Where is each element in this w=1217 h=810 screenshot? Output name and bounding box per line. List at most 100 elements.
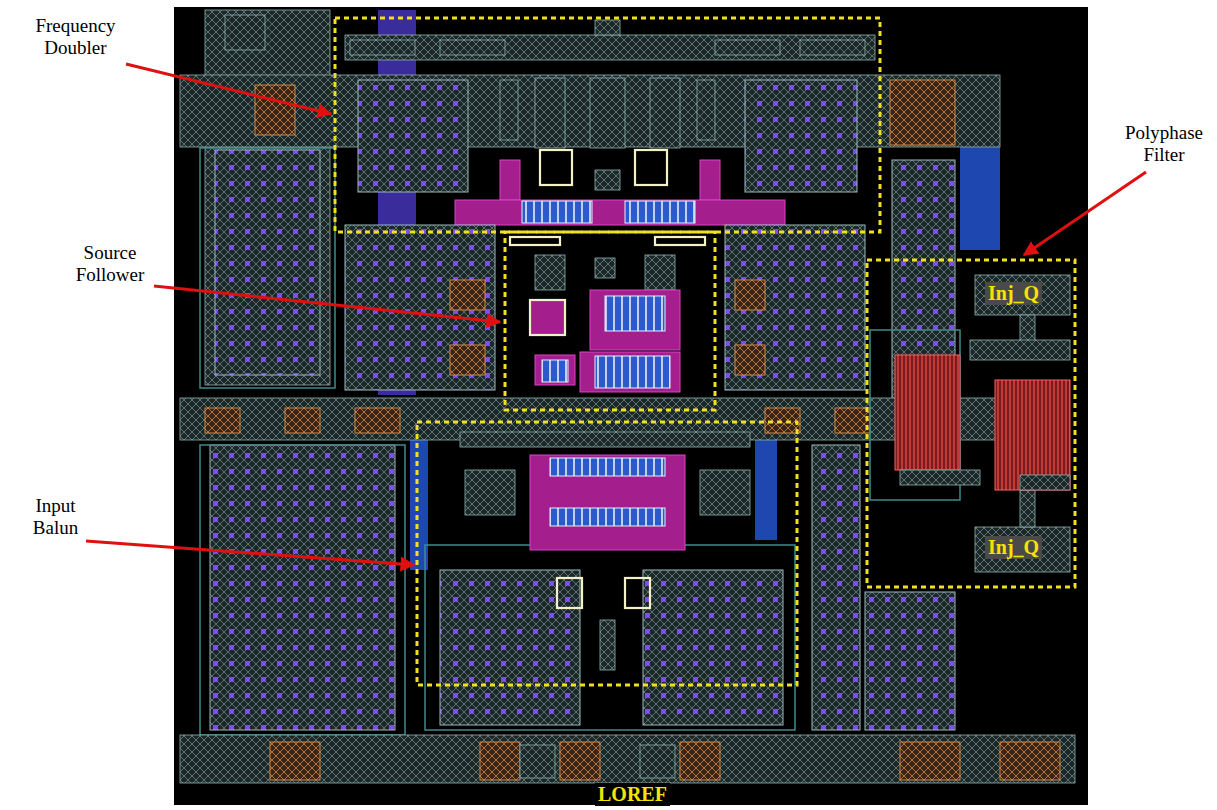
via-plate: [440, 570, 580, 725]
transistor-fingers: [550, 508, 665, 526]
pad-metal: [735, 345, 765, 375]
metal-layer: [535, 255, 565, 290]
metal-layer: [460, 432, 750, 447]
layout-frame: [172, 5, 1090, 807]
via-plate: [745, 80, 857, 192]
pad-metal: [890, 80, 955, 145]
via-plate: [358, 80, 468, 192]
transistor-well: [590, 290, 680, 350]
metal-layer: [595, 20, 620, 35]
leader-arrow: [86, 541, 414, 565]
transistor-well: [500, 160, 520, 200]
via-plate: [865, 592, 955, 730]
leader-arrow: [126, 64, 331, 114]
pad-metal: [735, 280, 765, 310]
metal-layer: [600, 620, 615, 670]
via-plate: [812, 445, 860, 730]
metal-layer: [970, 340, 1070, 360]
block-outline: [335, 18, 880, 232]
pin-name: LOREF: [595, 783, 670, 806]
transistor-well: [580, 352, 680, 392]
metal-layer: [440, 40, 505, 55]
contact-box: [625, 578, 650, 608]
well-outline: [425, 545, 795, 730]
metal-layer: [650, 78, 680, 148]
metal-layer: [697, 80, 715, 140]
contact-box: [530, 300, 565, 335]
metal-layer: [645, 255, 675, 290]
contact-box: [510, 237, 560, 245]
pad-metal: [480, 742, 520, 780]
transistor-fingers: [522, 201, 592, 223]
well-outline: [200, 445, 405, 735]
contact-box: [655, 237, 705, 245]
via-plate: [215, 150, 320, 375]
metal-layer: [180, 735, 1075, 783]
metal-layer: [345, 35, 875, 60]
metal-layer: [595, 258, 615, 278]
transistor-well: [455, 200, 785, 225]
callout-label: Input Balun: [18, 495, 93, 539]
metal-layer: [975, 527, 1070, 572]
pad-metal: [270, 742, 320, 780]
block-outline: [505, 232, 715, 410]
callout-label: Source Follower: [60, 242, 160, 286]
metal-layer: [640, 745, 675, 778]
block-outline: [417, 422, 797, 685]
transistor-fingers: [542, 360, 568, 382]
pad-metal: [900, 742, 960, 780]
metal-layer: [535, 78, 565, 148]
metal-layer: [225, 15, 265, 50]
poly-resistor: [895, 355, 960, 470]
pad-metal: [450, 345, 485, 375]
metal-layer: [465, 470, 515, 515]
block-outline: [867, 260, 1075, 587]
metal-layer: [520, 745, 555, 778]
pad-metal: [835, 408, 870, 433]
contact-box: [540, 150, 572, 185]
via-plate: [725, 225, 865, 390]
pad-metal: [205, 408, 240, 433]
metal-layer: [595, 170, 620, 190]
metal-layer: [1020, 475, 1070, 490]
well-outline: [200, 148, 335, 388]
transistor-fingers: [605, 296, 665, 331]
pad-metal: [450, 280, 485, 310]
metal-layer: [800, 40, 865, 55]
pin-name: Inj_Q: [985, 282, 1042, 305]
metal-layer: [715, 40, 780, 55]
callout-label: Polyphase Filter: [1118, 122, 1210, 166]
contact-box: [635, 150, 667, 185]
transistor-well: [700, 160, 720, 200]
pad-metal: [285, 408, 320, 433]
deep-well: [755, 440, 777, 540]
metal-layer: [180, 75, 1000, 147]
metal-layer: [590, 78, 625, 148]
transistor-fingers: [550, 458, 665, 476]
callout-label: Frequency Doubler: [18, 15, 133, 59]
poly-resistor: [995, 380, 1070, 490]
pad-metal: [560, 742, 600, 780]
pad-metal: [680, 742, 720, 780]
metal-layer: [205, 10, 330, 385]
pad-metal: [1000, 742, 1060, 780]
pin-name: Inj_Q: [985, 536, 1042, 559]
metal-layer: [700, 470, 750, 515]
metal-layer: [975, 275, 1070, 315]
transistor-fingers: [625, 201, 695, 223]
metal-layer: [350, 40, 415, 55]
via-plate: [210, 445, 395, 730]
pad-metal: [355, 408, 400, 433]
contact-box: [557, 578, 582, 608]
via-plate: [643, 570, 783, 725]
pad-metal: [255, 85, 295, 135]
leader-arrow: [154, 286, 500, 322]
transistor-well: [535, 355, 575, 385]
layout-shapes: [180, 10, 1075, 783]
transistor-fingers: [595, 356, 670, 388]
leader-arrow: [1024, 172, 1146, 255]
